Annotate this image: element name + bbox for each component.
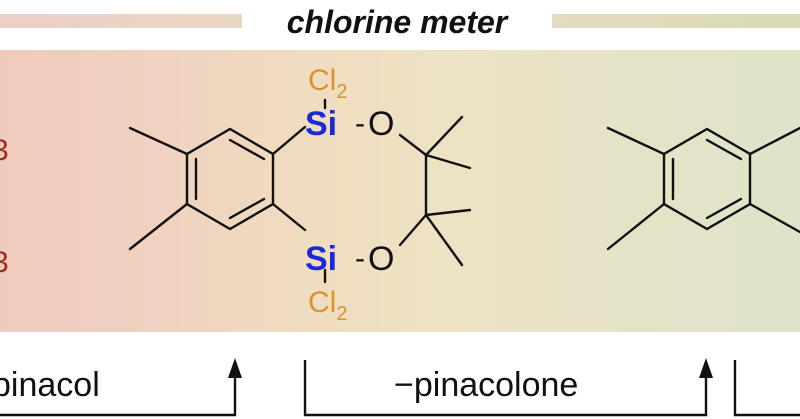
right-methyl-upper-right	[748, 126, 800, 156]
o-c-bottom-bond	[398, 213, 428, 247]
ring-si-top-bond	[271, 125, 307, 156]
reaction-arrows	[0, 360, 800, 417]
ring-double-bond-3	[228, 197, 266, 220]
atom-si-top: Si	[305, 105, 337, 143]
quat-methyl-1	[424, 115, 464, 157]
quat-methyl-3	[424, 208, 472, 217]
right-ring-double-3	[705, 197, 743, 220]
reaction-gradient-panel	[0, 50, 800, 332]
atom-si-bottom: Si	[305, 240, 337, 278]
atom-o-bottom: O	[368, 240, 394, 278]
atom-o-top: O	[368, 105, 394, 143]
left-fragment-text-2: 3	[0, 246, 9, 279]
ring-double-bond-1	[228, 138, 266, 161]
arrow-right-bracket	[733, 360, 800, 417]
atom-cl2-top: Cl2	[308, 64, 347, 103]
o-c-top-bond	[398, 133, 428, 157]
tetramethylbenzene-molecule	[606, 126, 800, 251]
right-ring-double-1	[705, 138, 743, 161]
bond-dash-top: -	[355, 107, 365, 140]
chlorine-meter-bar-left	[0, 14, 242, 28]
left-fragment-text-1: 3	[0, 134, 9, 167]
right-methyl-upper-left	[606, 126, 666, 156]
arrowhead-pinacol	[228, 358, 242, 378]
ring-si-bottom-bond	[271, 202, 307, 232]
reagent-pinacol-label: pinacol	[0, 366, 100, 404]
quat-methyl-2	[424, 153, 472, 170]
quat-methyl-4	[424, 213, 464, 267]
arrowhead-pinacolone	[699, 358, 713, 378]
chlorine-meter-title: chlorine meter	[286, 4, 508, 40]
benzene-ring	[185, 127, 275, 231]
chlorine-meter-bar-right	[552, 14, 800, 28]
bond-dash-bottom: -	[355, 242, 365, 275]
right-benzene-ring	[662, 127, 752, 231]
arrow-pinacol-bracket	[0, 370, 237, 417]
right-methyl-lower-right	[748, 202, 800, 234]
arrow-pinacolone-bracket	[303, 360, 708, 417]
methyl-bond-lower	[128, 202, 189, 251]
atom-cl2-bottom: Cl2	[308, 286, 347, 325]
right-methyl-lower-left	[606, 202, 666, 251]
benzodisiladioxocine-molecule	[128, 98, 472, 284]
reagent-pinacolone-label: −pinacolone	[394, 366, 579, 404]
methyl-bond-upper	[128, 126, 189, 156]
